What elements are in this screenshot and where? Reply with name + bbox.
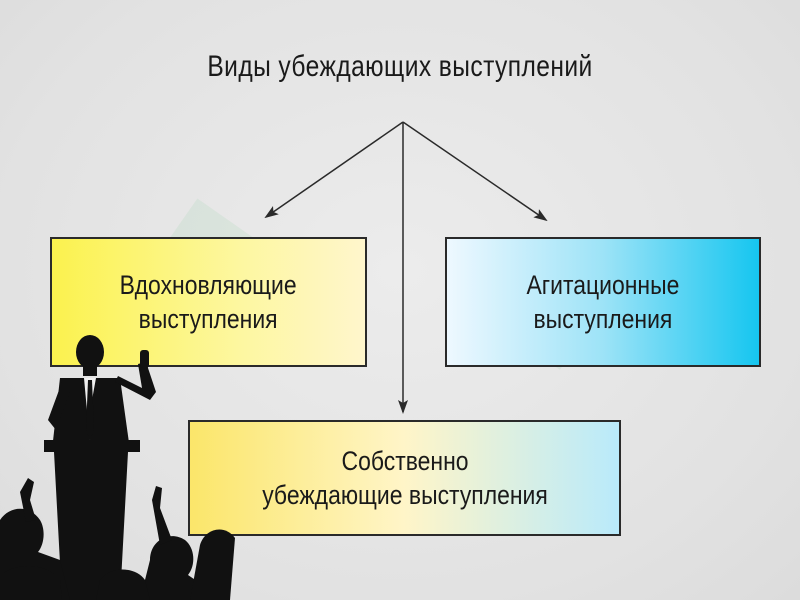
diagram-title: Виды убеждающих выступлений (207, 50, 593, 83)
node-inspiring-speeches: Вдохновляющие выступления (50, 237, 367, 367)
node-agitation-label: Агитационные выступления (526, 270, 680, 334)
node-persuasive-speeches: Собственно убеждающие выступления (188, 420, 621, 536)
node-agitation-speeches: Агитационные выступления (445, 237, 761, 367)
arrow-to-inspiring (264, 121, 404, 219)
arrow-to-agitation (402, 121, 548, 222)
node-inspiring-label: Вдохновляющие выступления (119, 270, 298, 334)
node-persuasive-label: Собственно убеждающие выступления (261, 446, 548, 510)
